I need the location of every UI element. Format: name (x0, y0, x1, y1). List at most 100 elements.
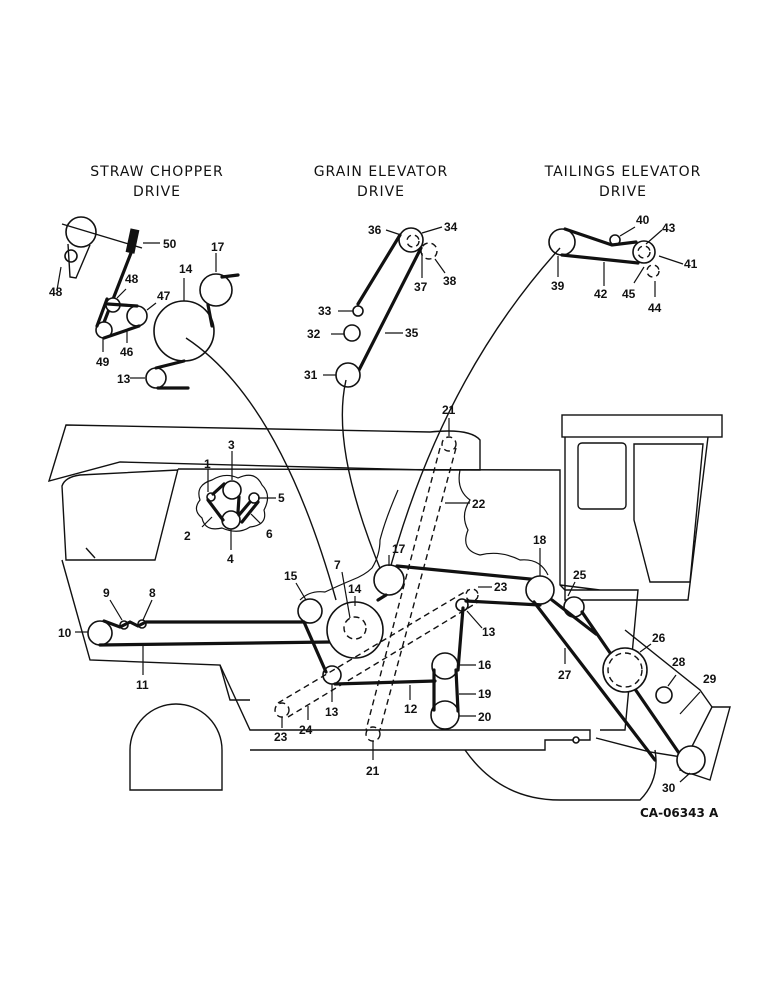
pulley-16 (431, 652, 459, 680)
sprocket-23-top (465, 588, 479, 602)
pulley-4 (221, 510, 241, 530)
chopper-drive-belt-lower (154, 359, 190, 390)
callout-23-bottom: 23 (274, 730, 288, 744)
sprocket-38 (420, 242, 438, 260)
callout-42: 42 (594, 287, 608, 301)
pulley-14 (326, 601, 384, 659)
belt-42 (560, 227, 640, 265)
sprocket-44 (646, 264, 660, 278)
ladder-handle (85, 547, 96, 559)
tailings-elevator-title-line2: DRIVE (599, 184, 647, 200)
leader-curve-31 (341, 379, 385, 579)
callout-17: 17 (392, 542, 406, 556)
callout-21-top: 21 (442, 403, 456, 417)
cutaway-grain-tank (458, 469, 549, 576)
callout-45: 45 (622, 287, 636, 301)
tailings-elevator-drive: 40 43 41 39 42 45 44 (386, 213, 698, 581)
idler-33 (352, 305, 364, 317)
callout-5: 5 (278, 491, 285, 505)
cab-window-right (633, 443, 704, 583)
sprocket-23-bottom (274, 702, 290, 718)
drawing-code: CA-06343 A (640, 806, 719, 820)
pulley-25 (563, 596, 585, 618)
grain-elevator-title-line2: DRIVE (357, 184, 405, 200)
pulley-10 (87, 620, 113, 646)
pulley-17 (373, 564, 405, 596)
callout-4: 4 (227, 552, 234, 566)
tailings-elevator-title-line1: TAILINGS ELEVATOR (544, 164, 702, 180)
callout-12: 12 (404, 702, 418, 716)
gearbox-50 (125, 228, 140, 254)
pulley-48-left (64, 249, 78, 263)
callout-17-detail: 17 (211, 240, 225, 254)
sprocket-21-bottom (365, 726, 381, 742)
pulley-20 (430, 700, 460, 730)
cab-frame (564, 436, 709, 601)
pulley-30 (676, 745, 706, 775)
sprocket-43 (637, 245, 651, 259)
straw-chopper-title-line1: STRAW CHOPPER (90, 164, 223, 180)
cylinder-pivot (572, 736, 580, 744)
chopper-drive-belt-upper (206, 273, 240, 328)
feeder-upper-edge (624, 629, 713, 708)
sprocket-7 (343, 616, 367, 640)
pulley-15 (297, 598, 323, 624)
callout-22: 22 (472, 497, 486, 511)
callout-26: 26 (652, 631, 666, 645)
pulley-31 (335, 362, 361, 388)
pulley-28 (655, 686, 673, 704)
pulley-26 (602, 647, 648, 693)
cab-roof (561, 414, 723, 438)
callout-19: 19 (478, 687, 492, 701)
rear-hood (61, 468, 179, 561)
callout-44: 44 (648, 301, 662, 315)
belt-12 (302, 620, 437, 686)
chopper-shaft-belt (99, 251, 133, 332)
straw-chopper-drive: 48 50 17 14 48 47 46 49 13 (49, 216, 337, 601)
callout-27: 27 (558, 668, 572, 682)
callout-48b: 48 (125, 272, 139, 286)
combine-body (47, 414, 731, 801)
sprocket-21-top (441, 436, 457, 452)
rear-axle-bracket (219, 664, 250, 701)
pulley-41 (632, 240, 656, 264)
rear-wheel (129, 703, 223, 791)
body-top-edge (177, 468, 601, 591)
callout-32: 32 (307, 327, 321, 341)
callout-28: 28 (672, 655, 686, 669)
callout-50: 50 (163, 237, 177, 251)
callout-6: 6 (266, 527, 273, 541)
callout-34: 34 (444, 220, 458, 234)
callout-48a: 48 (49, 285, 63, 299)
grain-elevator-title-line1: GRAIN ELEVATOR (314, 164, 449, 180)
belt-upper-main (376, 564, 542, 602)
callout-43: 43 (662, 221, 676, 235)
belt-35-right (356, 246, 423, 374)
callout-37: 37 (414, 280, 428, 294)
callout-39: 39 (551, 279, 565, 293)
grain-elevator-drive: 36 34 37 38 33 32 35 31 (304, 220, 458, 579)
callout-15: 15 (284, 569, 298, 583)
callout-11: 11 (136, 678, 149, 692)
callout-25: 25 (573, 568, 587, 582)
cab-window-left (577, 442, 627, 510)
callout-49: 49 (96, 355, 110, 369)
main-drives (75, 418, 706, 783)
callout-30: 30 (662, 781, 676, 795)
chopper-rotor-pulley (65, 216, 97, 248)
callout-41: 41 (684, 257, 698, 271)
chopper-bracket (67, 243, 91, 279)
callout-33: 33 (318, 304, 332, 318)
callout-16: 16 (478, 658, 492, 672)
grain-tank-lid (47, 424, 481, 483)
sprocket-36 (406, 234, 420, 248)
pulley-17-detail (199, 273, 233, 307)
belt-11 (98, 619, 332, 647)
main-callouts: 1 3 5 2 6 4 21 22 17 18 7 15 14 9 8 10 1… (58, 403, 717, 795)
pulley-13-detail (145, 367, 167, 389)
leader-curve-14 (185, 337, 337, 601)
callout-9: 9 (103, 586, 110, 600)
callout-20: 20 (478, 710, 492, 724)
callout-40: 40 (636, 213, 650, 227)
